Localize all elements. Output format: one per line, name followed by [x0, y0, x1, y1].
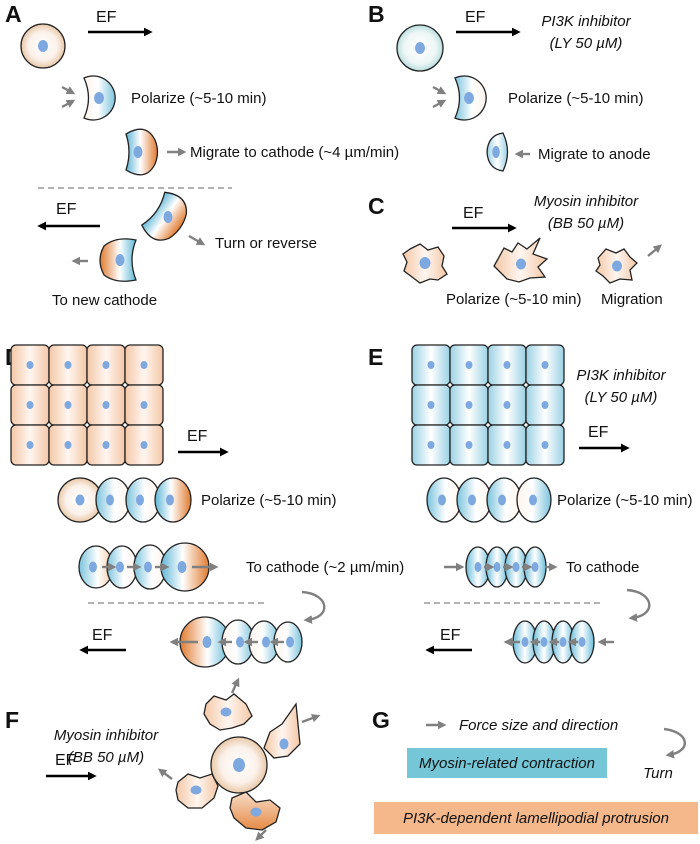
ef-label: EF	[465, 9, 486, 26]
nucleus	[415, 42, 425, 54]
turn-arrow	[626, 588, 651, 622]
panel-label-c: C	[368, 193, 385, 219]
force-arrow	[61, 99, 76, 109]
nucleus	[464, 92, 474, 104]
step-text-polarize: Polarize (~5-10 min)	[201, 492, 336, 509]
panel-label-b: B	[368, 1, 385, 27]
ef-label: EF	[92, 627, 113, 644]
nucleus	[163, 211, 173, 223]
inhibitor-name: Myosin inhibitor	[534, 193, 639, 210]
ef-label: EF	[96, 9, 117, 26]
migrating-cell-group	[78, 542, 219, 592]
reversed-cell-group	[169, 616, 303, 668]
turn-arrow	[301, 590, 326, 624]
nucleus	[492, 146, 500, 158]
nucleus	[133, 146, 143, 158]
epithelial-sheet	[10, 344, 164, 466]
ef-label: EF	[463, 205, 484, 222]
step-text-polarize: Polarize (~5-10 min)	[446, 291, 581, 308]
ef-label: EF	[440, 627, 461, 644]
inhibitor-dose: (LY 50 µM)	[550, 35, 623, 52]
step-text-migrate-cathode: Migrate to cathode (~4 µm/min)	[190, 144, 399, 161]
scattered-cell-cluster	[157, 677, 321, 841]
migrating-cell-group	[444, 546, 558, 588]
panel-label-e: E	[368, 344, 383, 370]
nucleus	[419, 257, 431, 269]
legend-myosin-swatch	[407, 748, 607, 778]
polarized-cell-group	[426, 477, 552, 523]
legend-turn-icon	[663, 727, 686, 759]
step-text-migration: Migration	[601, 291, 663, 308]
nucleus	[94, 92, 104, 104]
ef-label: EF	[187, 428, 208, 445]
step-text-polarize: Polarize (~5-10 min)	[508, 90, 643, 107]
inhibitor-name: PI3K inhibitor	[576, 367, 666, 384]
legend-force-text: Force size and direction	[459, 717, 618, 734]
force-arrow	[432, 99, 447, 109]
force-arrow	[61, 85, 76, 95]
panel-label-f: F	[5, 707, 19, 733]
force-arrow	[647, 244, 662, 257]
polarized-cell-group	[57, 477, 192, 523]
force-arrow	[432, 85, 447, 95]
inhibitor-dose: (BB 50 µM)	[548, 215, 624, 232]
ef-label: EF	[56, 201, 77, 218]
epithelial-sheet	[411, 344, 565, 466]
step-text-to-cathode: To cathode (~2 µm/min)	[246, 559, 404, 576]
step-text-new-cathode: To new cathode	[52, 292, 157, 309]
step-text-to-cathode: To cathode	[566, 559, 639, 576]
force-arrow	[188, 234, 206, 246]
panel-label-g: G	[372, 707, 390, 733]
step-text-polarize: Polarize (~5-10 min)	[557, 492, 692, 509]
nucleus	[612, 260, 622, 272]
nucleus	[115, 254, 125, 266]
legend-myosin-text: Myosin-related contraction	[419, 755, 595, 772]
step-text-polarize: Polarize (~5-10 min)	[131, 90, 266, 107]
inhibitor-dose: (BB 50 µM)	[68, 749, 144, 766]
inhibitor-name: Myosin inhibitor	[54, 727, 159, 744]
legend-pi3k-text: PI3K-dependent lamellipodial protrusion	[403, 810, 669, 827]
step-text-migrate-anode: Migrate to anode	[538, 146, 651, 163]
inhibitor-name: PI3K inhibitor	[541, 13, 631, 30]
step-text-turn: Turn or reverse	[215, 235, 317, 252]
ef-label: EF	[55, 752, 76, 769]
reversed-cell-group	[503, 620, 614, 664]
legend-turn-text: Turn	[643, 765, 673, 782]
ef-label: EF	[588, 424, 609, 441]
panel-label-a: A	[5, 1, 22, 27]
inhibitor-dose: (LY 50 µM)	[585, 389, 658, 406]
nucleus	[516, 258, 526, 270]
nucleus	[38, 40, 48, 52]
legend-pi3k-swatch	[374, 802, 698, 834]
